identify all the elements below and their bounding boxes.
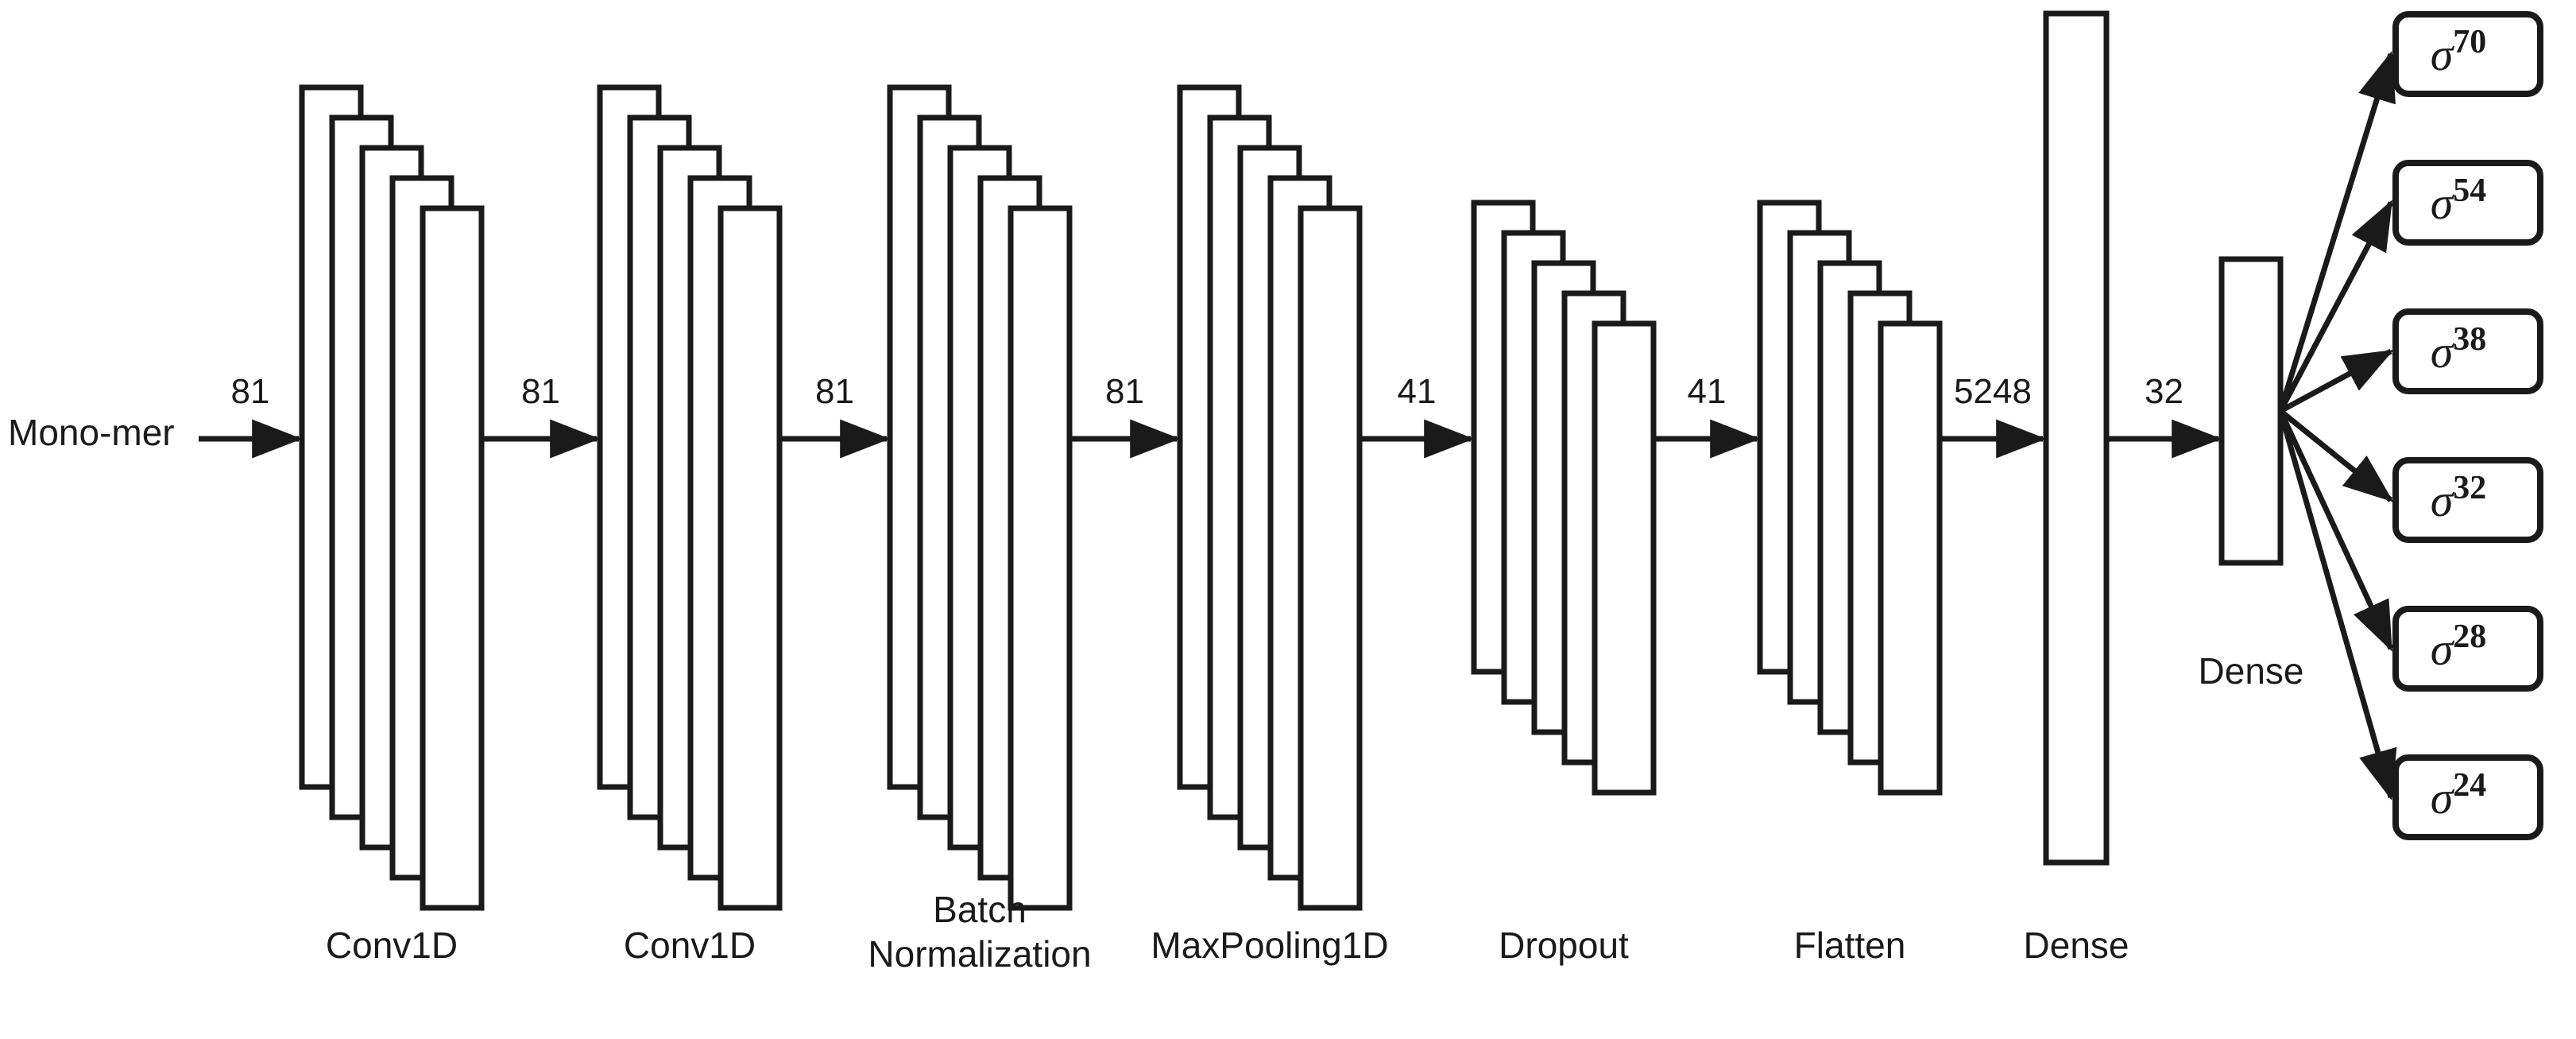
layer-caption-dense-1: Dense <box>2024 925 2129 966</box>
output-exponent: 24 <box>2453 767 2486 804</box>
output-label-out-sigma-28: σ28 <box>2431 618 2487 675</box>
output-node-out-sigma-70[interactable]: σ70 <box>2392 11 2543 97</box>
output-exponent: 32 <box>2453 470 2486 506</box>
output-symbol: σ <box>2431 475 2455 526</box>
layer-caption-dense-2: Dense <box>2199 650 2304 692</box>
output-exponent: 54 <box>2453 173 2486 209</box>
layer-block-maxpool1d[interactable] <box>1177 84 1363 911</box>
connection-label-conv1d-2-to-batchnorm: 81 <box>815 372 854 411</box>
layer-block-batchnorm[interactable] <box>887 84 1073 911</box>
output-node-out-sigma-38[interactable]: σ38 <box>2392 308 2543 394</box>
layer-caption-line: Conv1D <box>624 925 756 966</box>
layer-caption-line: Flatten <box>1794 925 1906 966</box>
layer-caption-line: Dropout <box>1499 925 1629 966</box>
output-box <box>2392 160 2543 246</box>
output-arrow-out-sigma-70 <box>2277 50 2396 413</box>
connection-label-dense-1-to-dense-2: 32 <box>2145 372 2183 411</box>
output-box <box>2392 11 2543 97</box>
output-symbol: σ <box>2431 772 2455 824</box>
layer-block-dropout[interactable] <box>1471 200 1657 796</box>
layer-slab <box>1298 205 1363 911</box>
output-node-out-sigma-24[interactable]: σ24 <box>2392 754 2543 840</box>
layer-block-dense-1[interactable] <box>2043 10 2110 866</box>
output-arrow-out-sigma-28 <box>2277 409 2394 652</box>
output-arrow-out-sigma-54 <box>2277 200 2394 413</box>
output-symbol: σ <box>2431 177 2455 229</box>
output-box <box>2392 457 2543 543</box>
layer-slab <box>717 205 783 911</box>
layer-caption-line: Dense <box>2024 925 2129 966</box>
output-node-out-sigma-28[interactable]: σ28 <box>2392 606 2543 692</box>
layer-caption-line: Dense <box>2199 650 2304 692</box>
layer-caption-conv1d-1: Conv1D <box>326 925 458 966</box>
layer-caption-conv1d-2: Conv1D <box>624 925 756 966</box>
output-symbol: σ <box>2431 29 2455 80</box>
layer-caption-maxpool1d: MaxPooling1D <box>1151 925 1388 966</box>
layer-caption-flatten: Flatten <box>1794 925 1906 966</box>
output-node-out-sigma-54[interactable]: σ54 <box>2392 160 2543 246</box>
layer-slab <box>2043 10 2110 866</box>
layer-caption-line: Normalization <box>868 933 1091 975</box>
layer-block-conv1d-2[interactable] <box>597 84 783 911</box>
output-symbol: σ <box>2431 326 2455 378</box>
output-box <box>2392 606 2543 692</box>
output-label-out-sigma-54: σ54 <box>2431 173 2487 229</box>
layer-caption-line: Batch <box>933 889 1027 930</box>
output-exponent: 28 <box>2453 618 2486 655</box>
connection-group: 81 81 81 81 41 41 5248 32 <box>199 372 2222 459</box>
layer-slab <box>1008 205 1073 911</box>
output-box <box>2392 754 2543 840</box>
output-node-out-sigma-32[interactable]: σ32 <box>2392 457 2543 543</box>
layer-caption-dropout: Dropout <box>1499 925 1629 966</box>
connection-label-dropout-to-flatten: 41 <box>1688 372 1727 411</box>
output-box <box>2392 308 2543 394</box>
output-arrow-out-sigma-38 <box>2279 348 2394 414</box>
connection-label-flatten-to-dense-1: 5248 <box>1954 372 2032 411</box>
output-exponent: 38 <box>2453 321 2486 358</box>
connection-label-batchnorm-to-maxpool1d: 81 <box>1105 372 1144 411</box>
output-label-out-sigma-32: σ32 <box>2431 470 2487 526</box>
input-label: Mono-mer <box>8 412 175 453</box>
output-label-out-sigma-70: σ70 <box>2431 24 2487 80</box>
output-label-out-sigma-24: σ24 <box>2431 767 2487 824</box>
layer-block-flatten[interactable] <box>1757 200 1943 796</box>
connection-label-maxpool1d-to-dropout: 41 <box>1398 372 1437 411</box>
layer-caption-line: MaxPooling1D <box>1151 925 1388 966</box>
output-symbol: σ <box>2431 623 2455 675</box>
layer-stack-group <box>299 10 2284 911</box>
layer-caption-line: Conv1D <box>326 925 458 966</box>
layer-slab <box>420 205 485 911</box>
layer-slab <box>1592 320 1657 796</box>
output-arrow-out-sigma-32 <box>2278 409 2394 502</box>
connection-label-input-to-conv1d-1: 81 <box>231 372 270 411</box>
layer-slab <box>2218 256 2284 566</box>
output-arrow-out-sigma-24 <box>2277 410 2397 801</box>
layer-block-dense-2[interactable] <box>2218 256 2284 566</box>
output-exponent: 70 <box>2453 24 2486 60</box>
connection-label-conv1d-1-to-conv1d-2: 81 <box>521 372 560 411</box>
layer-block-conv1d-1[interactable] <box>299 84 485 911</box>
layer-slab <box>1878 320 1943 796</box>
output-label-out-sigma-38: σ38 <box>2431 321 2487 378</box>
